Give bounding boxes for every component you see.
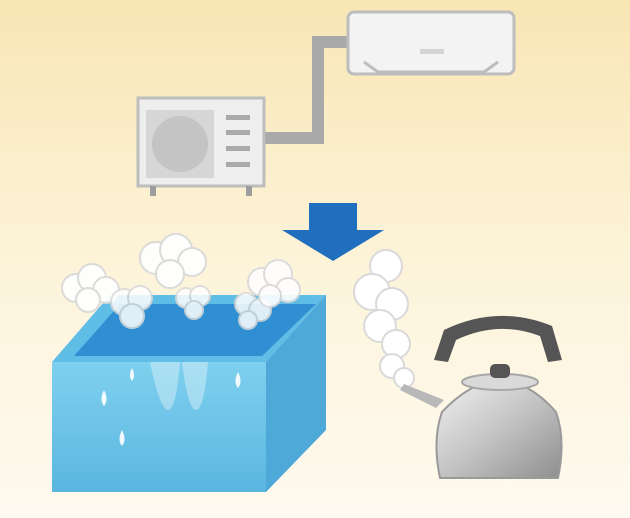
kettle-icon — [400, 315, 563, 479]
steam-icon — [61, 233, 301, 330]
down-arrow-icon — [282, 203, 384, 261]
hot-water-tub-icon — [52, 295, 326, 492]
air-conditioner-outdoor-unit-icon — [136, 96, 266, 196]
air-conditioner-indoor-unit-icon — [346, 10, 516, 76]
refrigerant-pipe — [262, 36, 350, 144]
